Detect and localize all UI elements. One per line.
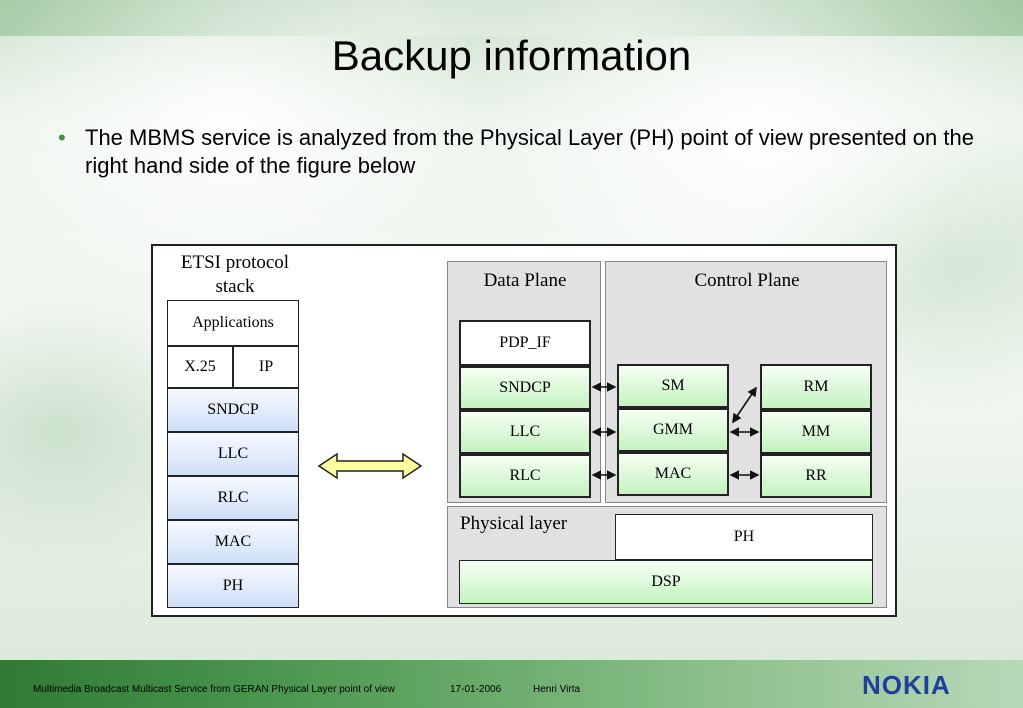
arrow-sm-rm — [732, 386, 757, 424]
control-plane-mm: MM — [760, 410, 872, 454]
control-plane-gmm: GMM — [617, 408, 729, 452]
slide-title: Backup information — [331, 32, 692, 79]
protocol-stack-figure: ETSI protocol stack Applications X.25 IP… — [151, 244, 897, 617]
top-decorative-band — [0, 0, 1023, 36]
etsi-ph: PH — [167, 564, 299, 608]
control-plane-title: Control Plane — [694, 270, 800, 291]
footer-bar — [0, 660, 1023, 708]
control-plane-mac: MAC — [617, 452, 729, 496]
footer-title: Multimedia Broadcast Multicast Service f… — [33, 684, 395, 695]
footer-date: 17-01-2006 — [450, 684, 502, 695]
etsi-protocol-stack: Applications X.25 IP SNDCP LLC RLC MAC P… — [167, 300, 299, 610]
control-plane-rm: RM — [760, 364, 872, 410]
etsi-sndcp: SNDCP — [167, 388, 299, 432]
data-plane-rlc: RLC — [459, 454, 591, 498]
data-plane-llc: LLC — [459, 410, 591, 454]
etsi-rlc: RLC — [167, 476, 299, 520]
bullet-icon: • — [58, 125, 66, 150]
physical-layer-dsp: DSP — [459, 560, 873, 604]
etsi-applications: Applications — [167, 300, 299, 346]
etsi-ip: IP — [233, 346, 299, 388]
etsi-stack-title: ETSI protocol stack — [180, 252, 290, 297]
physical-layer-title: Physical layer — [460, 513, 568, 534]
control-plane-rr: RR — [760, 454, 872, 498]
data-plane-title: Data Plane — [483, 270, 567, 291]
control-plane-sm: SM — [617, 364, 729, 408]
data-plane-pdp-if: PDP_IF — [459, 320, 591, 366]
footer-author: Henri Virta — [533, 684, 581, 695]
nokia-logo: NOKIA — [862, 670, 951, 700]
etsi-mac: MAC — [167, 520, 299, 564]
bullet-text: The MBMS service is analyzed from the Ph… — [85, 125, 974, 178]
mapping-double-arrow — [317, 452, 423, 480]
connector-arrows — [591, 382, 760, 480]
etsi-llc: LLC — [167, 432, 299, 476]
etsi-x25: X.25 — [167, 346, 233, 388]
data-plane-sndcp: SNDCP — [459, 366, 591, 410]
physical-layer-ph: PH — [615, 514, 873, 560]
